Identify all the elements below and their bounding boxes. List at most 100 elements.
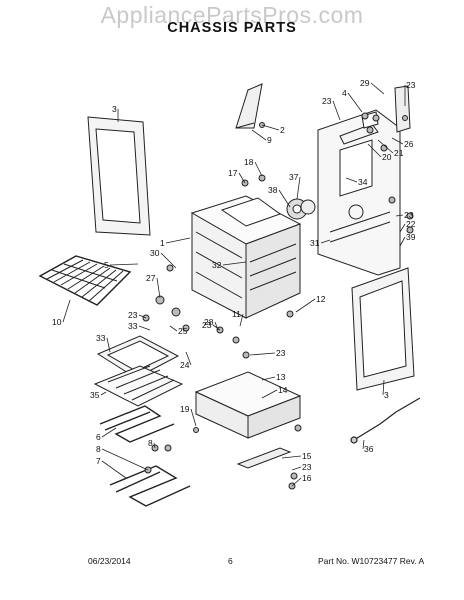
leader-line-22: [399, 223, 406, 233]
footer-date: 06/23/2014: [88, 556, 131, 566]
callout-14: 14: [278, 385, 288, 395]
leader-line-19: [190, 408, 197, 427]
leader-line-5: [109, 263, 139, 266]
leader-line-1: [165, 237, 191, 244]
callout-35: 35: [90, 390, 100, 400]
callout-32: 32: [212, 260, 222, 270]
callout-11: 11: [232, 309, 241, 319]
leader-line-35: [100, 391, 107, 396]
leader-line-10: [62, 299, 71, 323]
callout-21: 21: [394, 148, 404, 158]
footer-part-number: Part No. W10723477 Rev. A: [318, 556, 425, 566]
leader-line-7: [101, 460, 127, 479]
leader-line-32: [222, 261, 247, 266]
leader-line-14: [261, 389, 278, 399]
leader-line-26: [391, 137, 404, 145]
leader-line-33: [138, 325, 151, 331]
callout-27: 27: [146, 273, 156, 283]
leader-line-17: [238, 172, 246, 184]
leader-line-6: [101, 427, 117, 438]
page-title: CHASSIS PARTS: [167, 20, 297, 36]
callout-23: 23: [406, 80, 416, 90]
callout-2: 2: [280, 125, 285, 135]
leader-line-31: [320, 239, 331, 244]
leader-line-12: [295, 298, 316, 313]
callout-9: 9: [267, 135, 272, 145]
oven-cavity: [190, 195, 302, 319]
leader-line-3: [382, 379, 385, 396]
leader-line-23: [249, 352, 276, 356]
leader-line-18: [254, 161, 263, 177]
callout-3: 3: [112, 104, 117, 114]
leader-line-8: [101, 448, 149, 471]
leader-line-30: [160, 252, 177, 269]
oven-rack: [38, 255, 132, 306]
leader-line-23: [138, 314, 147, 319]
callout-16: 16: [302, 473, 312, 483]
callout-8: 8: [96, 444, 101, 454]
leader-line-11: [239, 313, 244, 327]
callout-7: 7: [96, 456, 101, 466]
leader-line-25: [169, 325, 178, 332]
callout-30: 30: [150, 248, 160, 258]
callout-3: 3: [384, 390, 389, 400]
leader-line-23: [212, 324, 221, 331]
callout-23: 23: [202, 320, 212, 330]
callout-4: 4: [342, 88, 347, 98]
callout-26: 26: [404, 139, 414, 149]
callout-34: 34: [358, 177, 368, 187]
bake-element-upper: [99, 405, 175, 443]
callout-20: 20: [382, 152, 392, 162]
callout-1: 1: [160, 238, 165, 248]
leader-line-28: [214, 321, 219, 331]
callout-6: 6: [96, 432, 101, 442]
leader-line-27: [156, 277, 161, 299]
callout-19: 19: [180, 404, 190, 414]
callout-33: 33: [128, 321, 138, 331]
leader-line-39: [399, 236, 406, 247]
leader-line-8: [153, 442, 156, 449]
leader-line-36: [362, 439, 365, 450]
wire-harness: [350, 397, 421, 444]
leader-line-16: [291, 477, 302, 487]
callout-29: 29: [360, 78, 370, 88]
callout-17: 17: [228, 168, 238, 178]
storage-drawer: [194, 371, 302, 439]
callout-25: 25: [178, 326, 188, 336]
callout-15: 15: [302, 451, 312, 461]
leader-line-33: [106, 337, 111, 353]
leader-line-23: [291, 466, 302, 471]
leader-line-21: [377, 139, 394, 154]
callout-33: 33: [96, 333, 106, 343]
door-frame-left: [87, 116, 151, 236]
mounting-bracket: [235, 83, 263, 129]
leader-lines: [62, 82, 406, 487]
callout-5: 5: [104, 260, 109, 270]
leader-line-34: [345, 177, 358, 183]
callout-37: 37: [289, 172, 299, 182]
callout-12: 12: [316, 294, 326, 304]
callout-23: 23: [322, 96, 332, 106]
footer-page-number: 6: [228, 556, 233, 566]
rear-panel: [317, 109, 401, 276]
callout-23: 23: [302, 462, 312, 472]
callout-36: 36: [364, 444, 374, 454]
leader-line-13: [261, 376, 276, 381]
drawer-slide: [236, 447, 292, 469]
leader-line-20: [367, 143, 382, 158]
leader-line-23: [332, 100, 341, 121]
leader-line-23: [395, 214, 404, 217]
leader-line-9: [251, 129, 267, 141]
callout-10: 10: [52, 317, 62, 327]
callout-13: 13: [276, 372, 286, 382]
fasteners: [142, 112, 414, 490]
callout-31: 31: [310, 238, 320, 248]
callout-22: 22: [406, 219, 416, 229]
callout-23: 23: [128, 310, 138, 320]
leader-line-38: [278, 189, 291, 208]
pan-insert: [93, 365, 184, 407]
callout-8: 8: [148, 438, 153, 448]
drip-pan: [96, 335, 180, 379]
